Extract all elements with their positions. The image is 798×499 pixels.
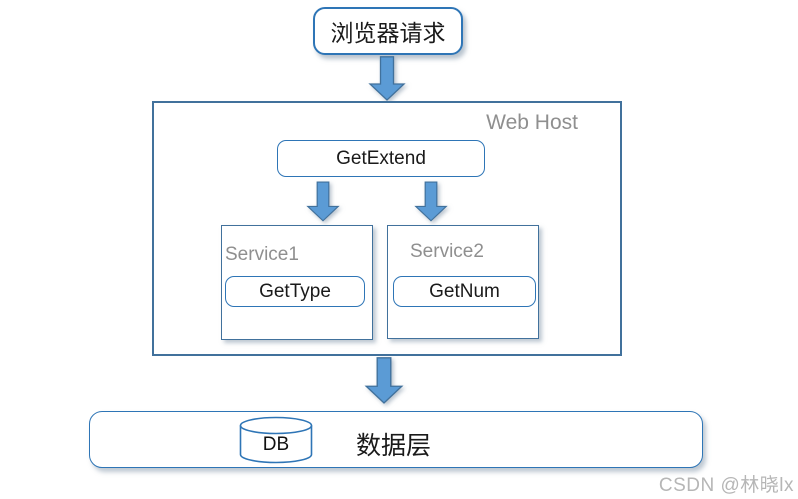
browser-request-box: 浏览器请求 bbox=[313, 7, 463, 55]
service2-box: Service2 GetNum bbox=[387, 225, 539, 339]
web-host-label: Web Host bbox=[486, 111, 578, 134]
browser-request-label: 浏览器请求 bbox=[330, 20, 446, 46]
get-type-label: GetType bbox=[259, 280, 331, 302]
watermark-text: CSDN @林晓lx bbox=[658, 475, 794, 496]
get-extend-label: GetExtend bbox=[336, 147, 426, 169]
down-arrow-icon bbox=[364, 357, 404, 404]
get-num-box: GetNum bbox=[393, 276, 536, 307]
database-cylinder-icon bbox=[239, 416, 313, 464]
service2-label: Service2 bbox=[410, 241, 484, 262]
data-layer-box: DB 数据层 bbox=[89, 411, 703, 468]
down-arrow-icon bbox=[368, 56, 406, 101]
down-arrow-icon bbox=[306, 181, 340, 222]
get-type-box: GetType bbox=[225, 276, 365, 307]
down-arrow-icon bbox=[414, 181, 448, 222]
get-num-label: GetNum bbox=[429, 280, 500, 302]
web-host-box: Web Host GetExtend Service1 GetType Serv… bbox=[152, 101, 622, 356]
get-extend-box: GetExtend bbox=[277, 140, 485, 177]
service1-label: Service1 bbox=[225, 244, 299, 265]
service1-box: Service1 GetType bbox=[221, 225, 373, 340]
data-layer-label: 数据层 bbox=[356, 432, 432, 460]
db-label: DB bbox=[262, 434, 290, 455]
